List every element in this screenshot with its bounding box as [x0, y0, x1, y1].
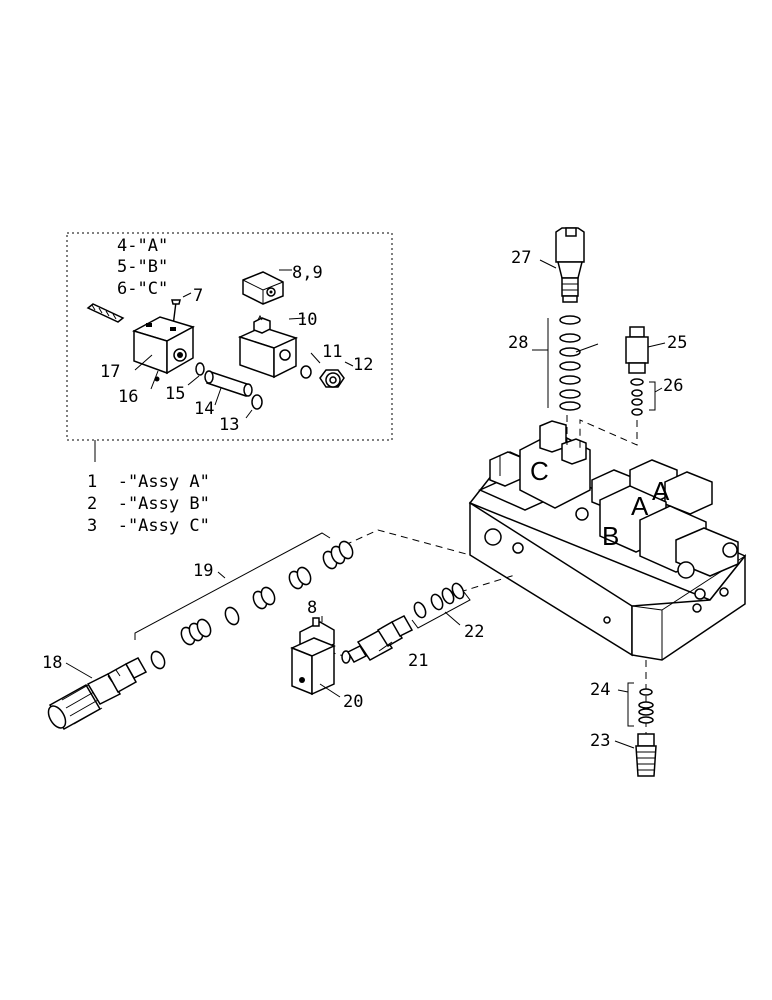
connector-8-9	[242, 271, 284, 305]
inset-legend-line-2: 5-"B"	[117, 257, 168, 277]
nut-12	[319, 369, 345, 388]
callout-16: 16	[118, 387, 138, 407]
inset-legend-line-3: 6-"C"	[117, 279, 168, 299]
block-letter-a-lower: A	[631, 491, 649, 521]
block-letter-c: C	[530, 456, 549, 486]
cartridge-small	[86, 303, 125, 323]
callout-17: 17	[100, 362, 120, 382]
assembly-legend-line-3: 3 -"Assy C"	[87, 516, 210, 536]
seal-rings-19	[134, 532, 354, 670]
callout-11: 11	[322, 342, 342, 362]
callout-8-9: 8,9	[292, 263, 323, 283]
callout-18: 18	[42, 653, 62, 673]
callout-12: 12	[353, 355, 373, 375]
coil-20	[290, 637, 336, 696]
callout-15: 15	[165, 384, 185, 404]
seals-24	[617, 682, 654, 727]
block-letter-b: B	[602, 521, 619, 551]
callout-22: 22	[464, 622, 484, 642]
assembly-legend-line-1: 1 -"Assy A"	[87, 472, 210, 492]
callout-23: 23	[590, 731, 610, 751]
seals-26	[630, 378, 663, 416]
relief-valve-27	[555, 227, 585, 303]
o-ring-13	[251, 394, 263, 410]
o-ring-15	[195, 362, 205, 376]
callout-26: 26	[663, 376, 683, 396]
o-ring-stack-28	[532, 315, 581, 411]
callout-8-lower: 8	[307, 598, 317, 618]
valve-body-17	[132, 316, 195, 375]
inset-legend-line-1: 4-"A"	[117, 236, 168, 256]
tube-14	[204, 370, 253, 397]
valve-stack	[478, 420, 739, 579]
plug-23	[635, 733, 657, 777]
cartridge-21	[341, 615, 414, 664]
inset-frame	[66, 232, 393, 441]
o-ring-11	[300, 365, 312, 379]
callout-19: 19	[193, 561, 213, 581]
cartridge-18	[47, 657, 148, 731]
callout-24: 24	[590, 680, 610, 700]
callout-7: 7	[193, 286, 203, 306]
callout-10: 10	[297, 310, 317, 330]
assembly-legend-line-2: 2 -"Assy B"	[87, 494, 210, 514]
block-letter-a-upper: A	[652, 476, 670, 506]
callout-21: 21	[408, 651, 428, 671]
callout-13: 13	[219, 415, 239, 435]
inset-detail: 4-"A" 5-"B" 6-"C"	[66, 232, 393, 462]
manifold-block: C A A B	[468, 420, 747, 661]
o-rings-22	[411, 582, 471, 629]
callout-27: 27	[511, 248, 531, 268]
assembly-legend: 1 -"Assy A" 2 -"Assy B" 3 -"Assy C"	[87, 472, 210, 536]
relief-valve-25	[625, 326, 649, 374]
coil-10	[237, 314, 299, 379]
callout-25: 25	[667, 333, 687, 353]
callout-20: 20	[343, 692, 363, 712]
callout-14: 14	[194, 399, 214, 419]
callout-28: 28	[508, 333, 528, 353]
